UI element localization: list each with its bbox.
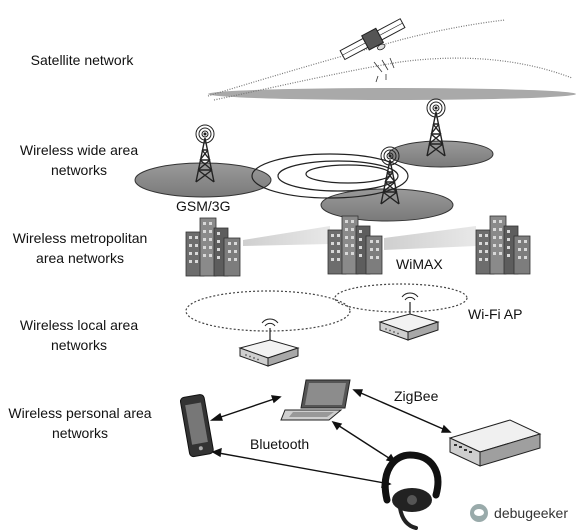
building-icon	[327, 215, 383, 275]
wlan-coverage	[185, 283, 468, 332]
tag-bluetooth: Bluetooth	[250, 436, 310, 452]
laptop-icon	[280, 379, 351, 421]
tag-gsm-3g: GSM/3G	[176, 198, 231, 214]
building-icon	[475, 215, 531, 275]
label-wireless-personal-area: Wireless personal area networks	[8, 405, 152, 441]
headset-icon	[381, 451, 442, 530]
router-icon	[239, 318, 299, 367]
watermark-text: debugeeker	[494, 505, 568, 521]
smartphone-icon	[179, 394, 214, 458]
label-wireless-local-area: Wireless local area networks	[19, 317, 139, 353]
satellite-icon	[339, 18, 406, 61]
label-wireless-metropolitan: Wireless metropolitan area networks	[12, 230, 148, 266]
label-satellite-network: Satellite network	[30, 52, 134, 68]
label-wireless-wide-area: Wireless wide area networks	[19, 142, 139, 178]
watermark-icon	[470, 504, 489, 522]
wimax-links	[243, 226, 476, 250]
tag-wifi-ap: Wi-Fi AP	[468, 306, 523, 322]
wwan-coverage	[134, 140, 494, 222]
zigbee-device-icon	[448, 419, 542, 467]
tag-zigbee: ZigBee	[394, 388, 439, 404]
satellite-downlink-arrows	[373, 57, 395, 83]
satellite-orbit-band	[207, 19, 576, 101]
tag-wimax: WiMAX	[396, 256, 443, 272]
router-icon	[379, 292, 439, 341]
watermark: debugeeker	[470, 504, 568, 522]
building-icon	[185, 217, 241, 277]
